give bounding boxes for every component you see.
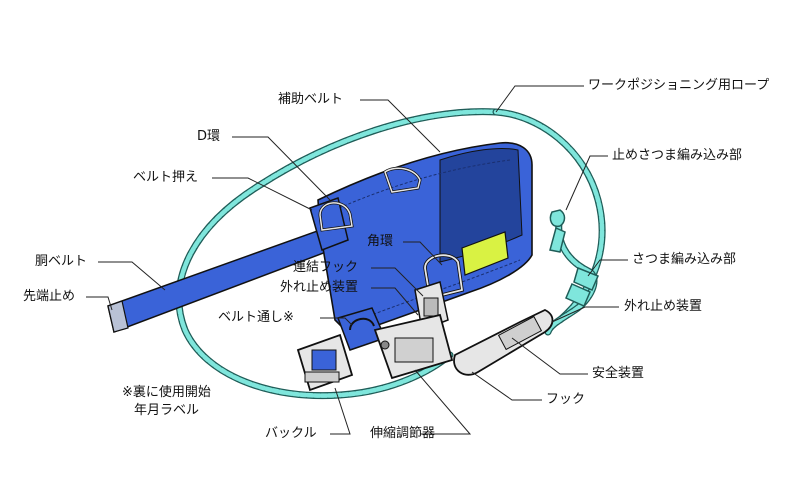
buckle [296,333,354,392]
label-aux-belt: 補助ベルト [278,92,344,107]
label-safety-device: 安全装置 [592,366,645,381]
label-rope-splice-end: 止めさつま編み込み部 [612,148,743,163]
label-belt-holder: ベルト押え [133,170,199,185]
label-belt-pass: ベルト通し※ [218,310,294,325]
adjuster [373,313,454,380]
label-anti-release-1: 外れ止め装置 [280,280,359,295]
label-tip-stopper: 先端止め [23,289,76,304]
rope-splice-end [549,209,566,253]
label-adjuster: 伸縮調節器 [370,426,436,441]
label-buckle: バックル [265,426,317,441]
note-line-1: ※裏に使用開始 [122,385,211,400]
d-ring [318,166,422,232]
aux-belt [317,141,533,336]
rope-splice [565,266,599,307]
tip-stopper [107,300,129,333]
label-anti-release-2: 外れ止め装置 [624,299,703,314]
label-square-ring: 角環 [367,234,394,249]
label-d-ring: D環 [197,129,221,144]
leader-lines [86,85,628,435]
reflector [461,231,509,276]
note-line-2: 年月ラベル [134,403,200,418]
label-hook: フック [546,392,586,407]
label-positioning-rope: ワークポジショニング用ロープ [588,78,770,93]
square-ring [423,253,464,301]
hook [453,308,554,376]
label-body-belt: 胴ベルト [35,254,88,269]
note-start-date-label: ※裏に使用開始 年月ラベル [122,384,211,420]
label-splice: さつま編み込み部 [632,252,737,267]
label-connecting-hook: 連結フック [293,260,359,275]
